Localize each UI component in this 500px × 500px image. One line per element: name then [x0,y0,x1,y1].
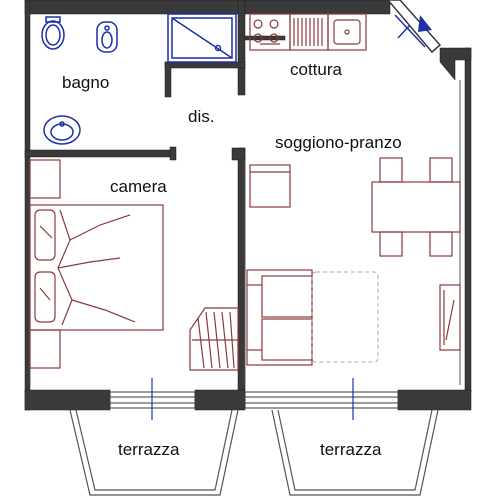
wall-top-right [244,0,391,15]
terrace-left [69,409,239,496]
terrace-right [271,409,439,496]
wall-central [237,147,246,391]
terraces [69,409,439,496]
dining-table-icon [371,157,461,257]
shower-tray [167,13,237,63]
double-bed-icon [29,204,164,331]
label-dis: dis. [188,107,214,126]
label-camera: camera [110,177,167,196]
entry-door [387,0,442,54]
cooktop-icon [249,13,291,51]
washbasin-icon [43,115,81,145]
nightstand-bottom [29,329,61,369]
bedroom-furniture [29,159,239,371]
window-camera [109,378,196,420]
bidet-icon [96,21,118,53]
wall-bottom-middle [194,389,246,411]
bathroom-fixtures [41,16,118,145]
wall-bottom-right [397,389,472,411]
wall-top-left [24,0,246,15]
wall-central-cap [231,147,246,161]
wall-left [24,0,31,411]
toilet-icon [41,16,65,50]
label-bagno: bagno [62,73,109,92]
nightstand-top [29,159,61,199]
counter-drainer [289,13,329,51]
wall-right [464,47,472,393]
wall-shower-bottom [164,61,246,69]
label-cottura: cottura [290,60,343,79]
living-furniture [246,157,461,366]
label-terrazza-right: terrazza [320,440,382,459]
wall-corner-right [439,47,472,81]
window-soggiorno [244,378,399,420]
side-cabinet [249,164,291,208]
wall-bagno-camera-end [169,146,177,161]
sofa-icon [246,269,313,366]
kitchen [249,13,367,51]
wall-shower-stub [164,61,172,98]
wall-bottom-left [24,389,111,411]
armchair-icon [439,284,461,351]
room-labels: bagno dis. cottura soggiono-pranzo camer… [62,60,402,459]
rug-outline [311,271,379,363]
windows [109,378,399,420]
wall-bagno-camera [24,149,176,158]
label-terrazza-left: terrazza [118,440,180,459]
entry-arrow-icon [418,15,432,32]
sink-icon [327,13,367,51]
label-soggiorno: soggiono-pranzo [275,133,402,152]
wall-kitchen-partition [244,35,286,41]
wall-bagno-right [237,0,246,96]
shelf-unit-icon [189,307,239,371]
